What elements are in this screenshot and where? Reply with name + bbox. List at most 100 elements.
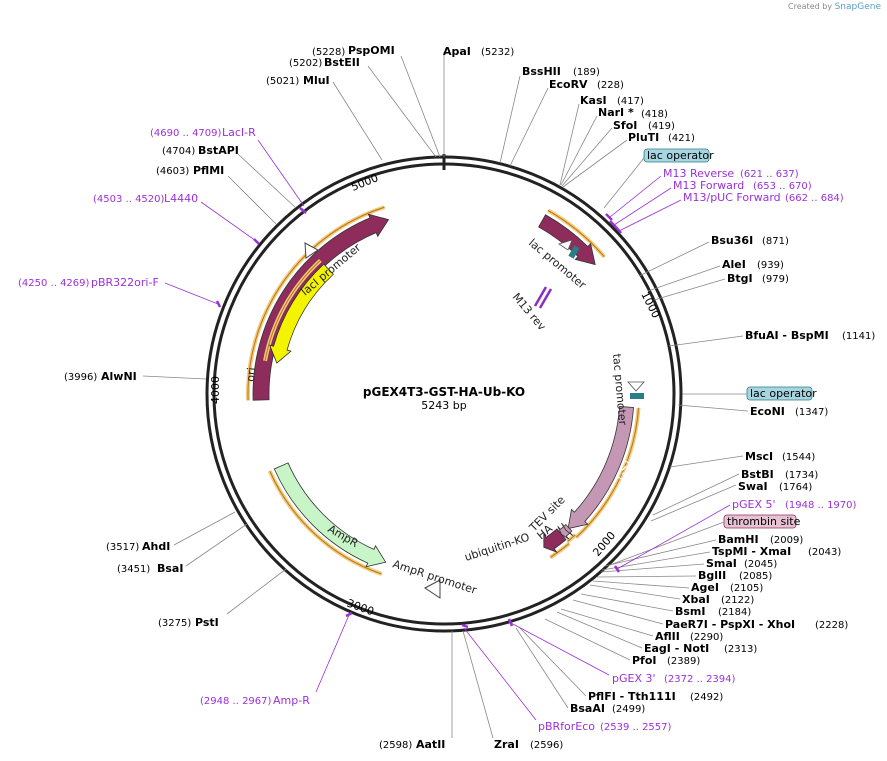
site-zrai-pos: (2596) [530, 740, 563, 751]
site-econi-pos: (1347) [795, 407, 828, 418]
site-psti: PstI [195, 616, 219, 629]
small-features [304, 239, 645, 599]
site-ahdi-pos: (3517) [106, 542, 139, 553]
restriction-sites: ApaI (5232) (5228) PspOMI (5202) BstEII … [64, 44, 875, 751]
site-bstapi: BstAPI [198, 144, 239, 157]
site-nari: NarI * [598, 106, 634, 119]
lac-operator-glyph-2 [630, 393, 644, 399]
m13-rev-mark-1 [533, 286, 548, 307]
plasmid-name: pGEX4T3-GST-HA-Ub-KO [363, 385, 525, 399]
primer-m13-puc-forward-pos: (662 .. 684) [785, 193, 844, 204]
plasmid-size: 5243 bp [421, 399, 466, 412]
feature-lacz- [538, 214, 596, 266]
feature-layer [246, 205, 641, 576]
site-pluti: PluTI [628, 131, 659, 144]
primer-m13-reverse-pos: (621 .. 637) [740, 169, 799, 180]
site-aflii: AflII [655, 630, 680, 643]
primer-pbr322ori-f-pos: (4250 .. 4269) [18, 278, 90, 289]
site-bsshii: BssHII [522, 65, 561, 78]
site-bsteii: BstEII [324, 56, 360, 69]
primer-pgex-3-pos: (2372 .. 2394) [664, 674, 736, 685]
site-bsai-pos: (3451) [117, 564, 150, 575]
lac-operator-box-1 [643, 148, 710, 163]
site-bsmi-pos: (2184) [718, 607, 751, 618]
site-pluti-pos: (421) [668, 133, 695, 144]
primer-pbrforeco-pos: (2539 .. 2557) [600, 722, 672, 733]
site-swai-pos: (1764) [779, 482, 812, 493]
tac-promoter-label: tac promoter [610, 353, 629, 426]
watermark-prefix: Created by [788, 2, 833, 11]
site-mlui-pos: (5021) [266, 76, 299, 87]
tac-promoter-arrow [627, 381, 645, 392]
site-agei-pos: (2105) [730, 583, 763, 594]
primer-pbrforeco: pBRforEco [538, 720, 595, 733]
site-pflfi: PflFI - Tth111I [588, 690, 676, 703]
primer-l4440-pos: (4503 .. 4520) [93, 194, 165, 205]
lac-operator-glyph-1 [568, 245, 580, 259]
site-ahdi: AhdI [142, 540, 170, 553]
laci-promoter-arrow [304, 242, 319, 259]
site-pflmi-pos: (4603) [156, 166, 189, 177]
site-btgi-pos: (979) [762, 274, 789, 285]
feature-gst [567, 406, 634, 530]
site-tspmi: TspMI - XmaI [712, 545, 791, 558]
site-msci: MscI [745, 450, 773, 463]
site-pspomi: PspOMI [348, 44, 395, 57]
site-pflmi: PflMI [193, 164, 224, 177]
site-bamhi: BamHI [718, 533, 759, 546]
feature-ori [269, 263, 334, 364]
site-smai-pos: (2045) [744, 559, 777, 570]
primer-amp-r: Amp-R [273, 694, 310, 707]
site-ecorv-pos: (228) [597, 80, 624, 91]
site-tspmi-pos: (2043) [808, 547, 841, 558]
laci-label: lacI [425, 200, 444, 213]
lacza-label: lacZα [598, 294, 625, 327]
m13-rev-mark-2 [538, 288, 553, 309]
site-sfoi-pos: (419) [648, 121, 675, 132]
site-nari-pos: (418) [641, 109, 668, 120]
site-bstbi-pos: (1734) [785, 470, 818, 481]
site-bamhi-pos: (2009) [770, 535, 803, 546]
site-bsai: BsaI [157, 562, 183, 575]
feature-ampr [273, 462, 387, 568]
site-bglii-pos: (2085) [739, 571, 772, 582]
primer-l4440: L4440 [164, 192, 198, 205]
primer-pgex-5-pos: (1948 .. 1970) [785, 500, 857, 511]
site-bsshii-pos: (189) [573, 67, 600, 78]
site-eagi-pos: (2313) [724, 644, 757, 655]
feature-ubiquitin-ko [543, 528, 567, 553]
tick-2000: 2000 [590, 529, 618, 559]
primer-laci-r: LacI-R [222, 126, 256, 139]
ori-inner-label: ori [244, 367, 258, 382]
lac-promoter-arrow [558, 239, 573, 251]
site-aatii: AatII [416, 738, 445, 751]
highlight-line-ubiquitin-ko [550, 543, 570, 558]
site-alwni: AlwNI [101, 370, 137, 383]
site-alwni-pos: (3996) [64, 372, 97, 383]
site-bsu36i: Bsu36I [711, 234, 753, 247]
primers: (4690 .. 4709) LacI-R (4503 .. 4520) L44… [18, 126, 857, 733]
site-pfoi-pos: (2389) [667, 656, 700, 667]
site-alei-pos: (939) [757, 260, 784, 271]
site-sfoi: SfoI [613, 119, 637, 132]
primer-m13-forward: M13 Forward [673, 179, 744, 192]
site-kasi: KasI [580, 94, 607, 107]
primer-laci-r-pos: (4690 .. 4709) [150, 128, 222, 139]
thrombin-site-label: thrombin site [727, 515, 801, 528]
ampr-promoter-arrow [424, 579, 441, 599]
highlight-line-ampr [269, 470, 382, 575]
lac-operator-label-2: lac operator [750, 387, 817, 400]
site-bsteii-pos: (5202) [289, 58, 322, 69]
site-btgi: BtgI [727, 272, 753, 285]
snapgene-logo: SnapGene [834, 2, 881, 12]
site-pfoi: PfoI [632, 654, 657, 667]
primer-m13-puc-forward: M13/pUC Forward [683, 191, 781, 204]
site-psti-pos: (3275) [158, 618, 191, 629]
site-bsaai: BsaAI [570, 702, 605, 715]
site-apai-pos: (5232) [481, 47, 514, 58]
site-bsaai-pos: (2499) [612, 704, 645, 715]
primer-amp-r-pos: (2948 .. 2967) [200, 696, 272, 707]
primer-m13-reverse: M13 Reverse [663, 167, 734, 180]
site-ecorv: EcoRV [549, 78, 588, 91]
feature-tev-site [561, 522, 574, 537]
